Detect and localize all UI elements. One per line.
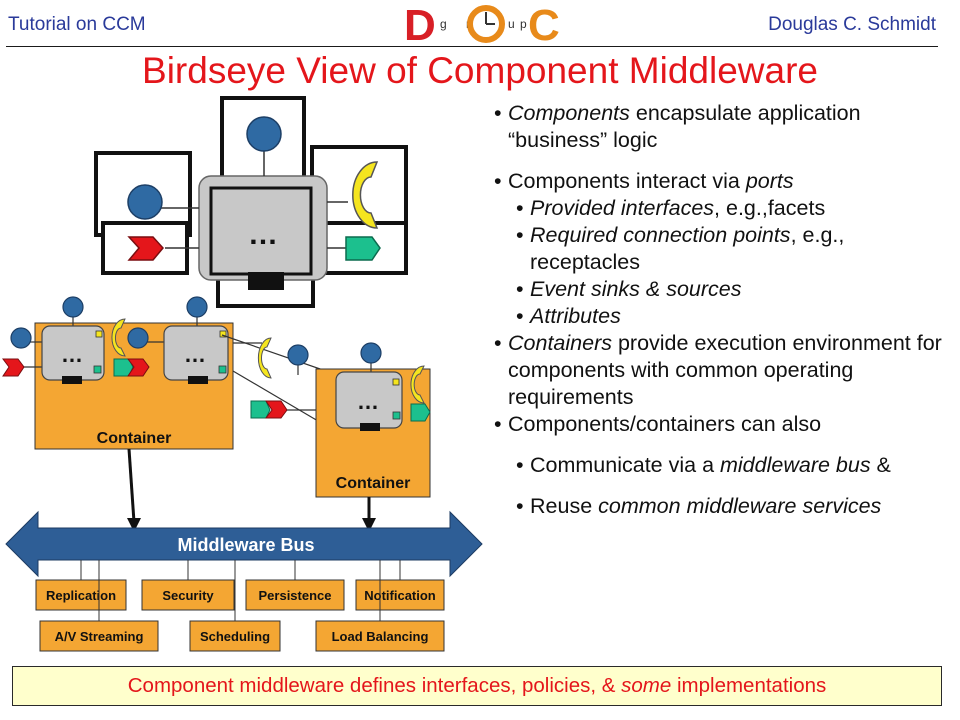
component-inner-frame xyxy=(209,186,313,276)
sub-bullet-item: •Event sinks & sources xyxy=(516,277,742,301)
bullet-item: •Containers provide execution environmen… xyxy=(494,331,942,409)
container-label: Container xyxy=(97,430,172,447)
bullet-spacer xyxy=(494,479,954,493)
logo-letter-p: p xyxy=(520,17,527,31)
sub-bullet-item: •Provided interfaces, e.g.,facets xyxy=(516,196,826,220)
component-middleware-diagram: … Container … … xyxy=(2,96,483,652)
bullet-text: Communicate via a xyxy=(530,453,720,477)
middleware-services: Replication Security Persistence Notificati… xyxy=(35,560,445,652)
component-ellipsis: … xyxy=(61,342,83,367)
event-source-icon xyxy=(127,236,164,261)
bullet-spacer xyxy=(494,438,954,452)
footer-text: Component middleware defines interfaces,… xyxy=(127,674,622,697)
service-label: A/V Streaming xyxy=(55,629,144,644)
bullet-text: provide execution environment for compon… xyxy=(508,331,942,409)
middleware-bus: Middleware Bus xyxy=(5,510,483,578)
bullet-text: Reuse xyxy=(530,494,599,518)
receptacle-icon xyxy=(352,161,379,229)
bullet-text: & xyxy=(870,453,891,477)
bullet-text: Required connection points xyxy=(530,223,791,247)
event-sink-icon xyxy=(250,400,271,419)
component-ellipsis: … xyxy=(357,389,379,414)
bullet-text: Event sinks & sources xyxy=(530,277,742,301)
facet-icon xyxy=(246,116,282,152)
event-source-icon xyxy=(265,400,288,419)
header-right-text: Douglas C. Schmidt xyxy=(768,14,936,35)
facet-icon xyxy=(360,342,382,364)
bus-label: Middleware Bus xyxy=(177,535,314,555)
footer-text: implementations xyxy=(671,674,827,697)
component-ellipsis: … xyxy=(248,218,278,251)
service-notification: Notification xyxy=(355,560,445,611)
bullet-text: Components interact via xyxy=(508,169,746,193)
bullet-text: common middleware services xyxy=(598,494,882,518)
service-label: Replication xyxy=(46,588,116,603)
event-source-icon xyxy=(127,358,150,377)
component-ellipsis: … xyxy=(184,342,206,367)
facet-icon xyxy=(186,296,208,318)
service-persistence: Persistence xyxy=(245,560,345,611)
bullet-item: •Components encapsulate application “bus… xyxy=(494,101,861,152)
bullet-spacer xyxy=(494,154,954,168)
logo-letter-u: u xyxy=(508,17,515,31)
attribute-icon xyxy=(248,272,284,290)
receptacle-icon xyxy=(410,365,425,404)
bullet-list: •Components encapsulate application “bus… xyxy=(494,100,954,520)
logo-letter-d: D xyxy=(404,2,436,46)
large-component: … xyxy=(94,96,408,308)
attribute-icon xyxy=(62,376,82,384)
service-a-v-streaming: A/V Streaming xyxy=(39,560,159,652)
attribute-icon xyxy=(188,376,208,384)
facet-icon xyxy=(127,327,149,349)
bus-arrow xyxy=(5,510,483,578)
service-replication: Replication xyxy=(35,560,127,611)
footer-banner: Component middleware defines interfaces,… xyxy=(12,666,942,706)
bullet-text: Provided interfaces xyxy=(530,196,715,220)
bullet-text: , e.g., receptacles xyxy=(530,223,845,274)
service-scheduling: Scheduling xyxy=(189,560,281,652)
container-label: Container xyxy=(336,475,411,492)
facet-icon xyxy=(62,296,84,318)
sub-bullet-item: •Reuse common middleware services xyxy=(516,494,882,518)
footer-text: some xyxy=(621,674,672,697)
attribute-icon xyxy=(360,423,380,431)
bullet-text: Containers xyxy=(508,331,612,355)
right-container: Container … xyxy=(315,342,431,498)
bullet-text: encapsulate application “business” logic xyxy=(508,101,861,152)
service-label: Load Balancing xyxy=(332,629,429,644)
service-label: Notification xyxy=(364,588,436,603)
facet-icon xyxy=(287,344,309,366)
sub-bullet-item: •Attributes xyxy=(516,304,621,328)
doc-group-logo: D g r u p C xyxy=(404,2,560,46)
slide-title: Birdseye View of Component Middleware xyxy=(142,50,818,91)
bullet-item: •Components/containers can also xyxy=(494,412,822,436)
logo-letter-g: g xyxy=(440,17,447,31)
bullet-text: ports xyxy=(745,169,794,193)
event-source-icon xyxy=(2,358,25,377)
event-sink-icon xyxy=(345,236,381,261)
bullet-text: Components xyxy=(508,101,630,125)
facet-icon xyxy=(127,184,163,220)
bullet-item: •Components interact via ports xyxy=(494,169,794,193)
sub-bullet-item: •Required connection points, e.g., recep… xyxy=(516,223,845,274)
bullet-text: , e.g.,facets xyxy=(714,196,826,220)
logo-letter-c: C xyxy=(528,2,560,46)
service-load-balancing: Load Balancing xyxy=(315,560,445,652)
sub-bullet-item: •Communicate via a middleware bus & xyxy=(516,453,891,477)
header-left-text: Tutorial on CCM xyxy=(8,14,146,35)
facet-icon xyxy=(10,327,32,349)
service-label: Scheduling xyxy=(200,629,270,644)
service-label: Persistence xyxy=(259,588,332,603)
header-divider xyxy=(6,46,938,47)
service-security: Security xyxy=(141,560,235,611)
left-container: Container … … xyxy=(2,296,234,450)
bullet-text: middleware bus xyxy=(720,453,871,477)
receptacle-icon xyxy=(111,318,126,357)
bullet-text: Attributes xyxy=(530,304,621,328)
receptacle-icon xyxy=(257,337,272,379)
logo-clock-icon xyxy=(467,5,505,43)
bullet-text: Components/containers can also xyxy=(508,412,822,436)
event-sink-icon xyxy=(410,403,431,422)
service-label: Security xyxy=(162,588,214,603)
